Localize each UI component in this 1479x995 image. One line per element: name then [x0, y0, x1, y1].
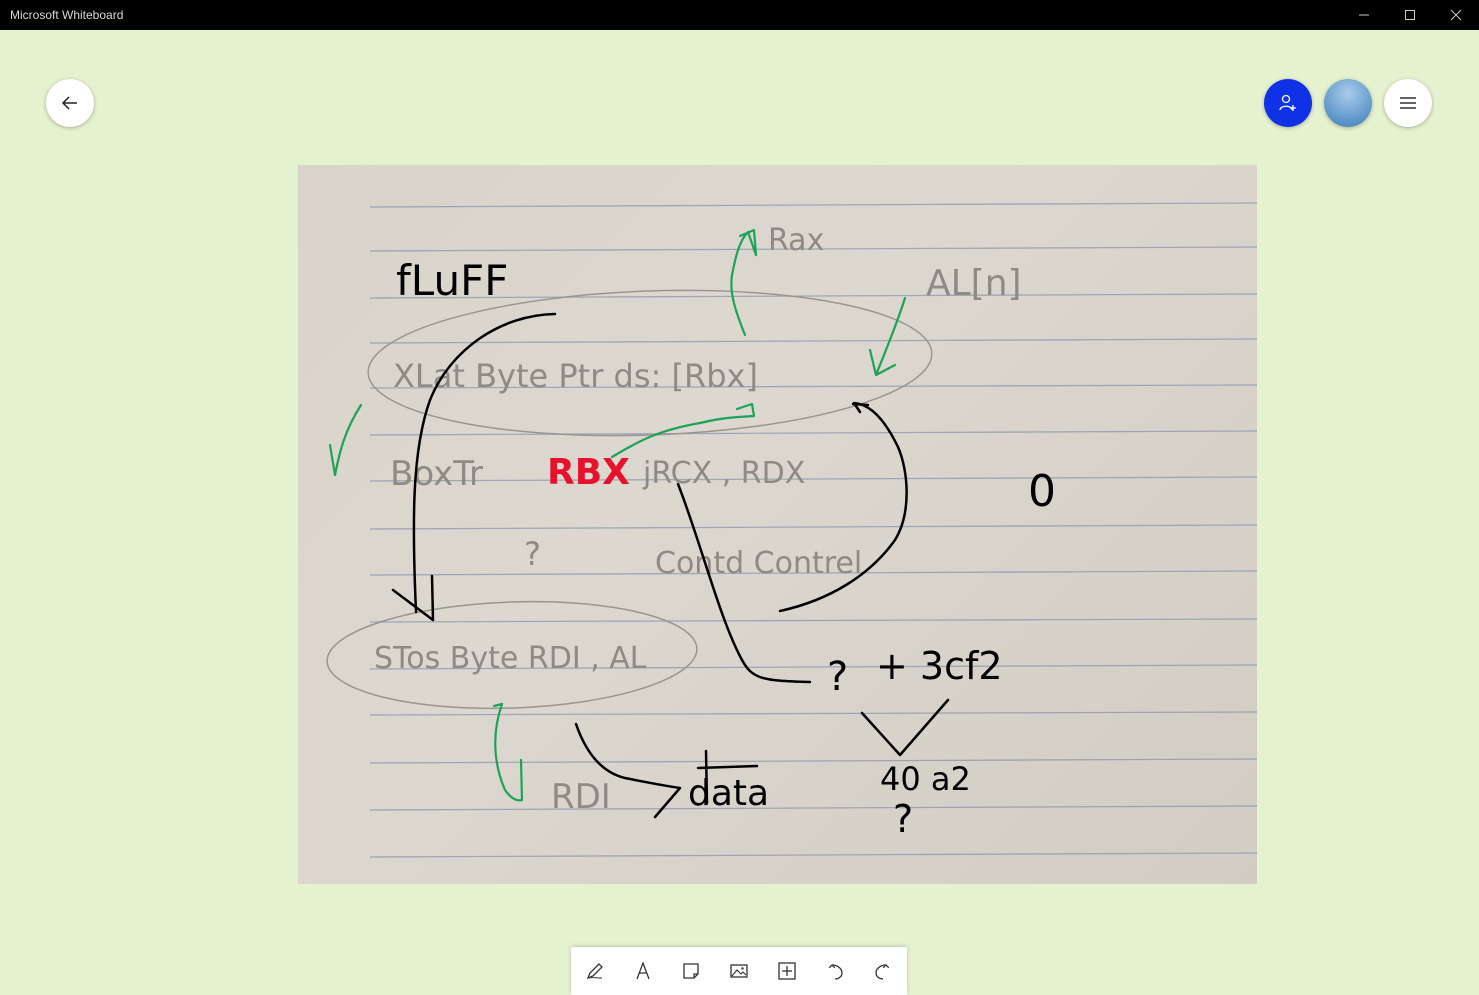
photo-text-line4: STos Byte RDI , AL — [374, 641, 647, 676]
add-box-icon — [778, 962, 796, 980]
photo-text-line3: ? — [524, 535, 541, 573]
image-tool-button[interactable]: Image — [723, 955, 755, 987]
photo-text-al-n: AL[n] — [926, 263, 1022, 304]
minimize-button[interactable] — [1341, 0, 1387, 30]
sticky-note-icon — [683, 963, 699, 979]
photo-text-line2: BoxTr — [390, 454, 483, 494]
menu-button[interactable]: Menu — [1384, 79, 1432, 127]
image-icon — [730, 964, 748, 978]
text-tool-button[interactable]: Text — [627, 955, 659, 987]
photo-text-rax: Rax — [768, 223, 824, 258]
bottom-toolbar: Pen Text Note Image Insert Undo Redo — [571, 947, 907, 995]
photo-text-line3b: Contd Contrel — [655, 546, 862, 581]
hamburger-icon — [1400, 97, 1416, 109]
close-icon — [1450, 9, 1462, 21]
notebook-lines: Rax AL[n] XLat Byte Ptr ds: [Rbx] BoxTr … — [326, 202, 1257, 858]
photo-text-line1: XLat Byte Ptr ds: [Rbx] — [393, 357, 758, 395]
account-avatar[interactable]: Account — [1324, 79, 1372, 127]
arrow-left-icon — [61, 96, 77, 110]
note-tool-button[interactable]: Note — [675, 955, 707, 987]
notebook-photo[interactable]: Rax AL[n] XLat Byte Ptr ds: [Rbx] BoxTr … — [298, 165, 1257, 884]
insert-tool-button[interactable]: Insert — [771, 955, 803, 987]
maximize-icon — [1405, 10, 1415, 20]
photo-text-line5: RDI — [551, 777, 611, 817]
text-icon — [636, 962, 650, 980]
add-person-icon — [1279, 94, 1296, 111]
window-title: Microsoft Whiteboard — [10, 8, 124, 22]
redo-button[interactable]: Redo — [867, 955, 899, 987]
title-bar: Microsoft Whiteboard — [0, 0, 1479, 30]
back-button[interactable]: Back — [46, 79, 94, 127]
close-button[interactable] — [1433, 0, 1479, 30]
photo-text-line2b: jRCX , RDX — [642, 456, 805, 491]
minimize-icon — [1359, 14, 1369, 16]
invite-button[interactable]: Invite — [1264, 79, 1312, 127]
pen-tool-button[interactable]: Pen — [579, 955, 611, 987]
undo-button[interactable]: Undo — [819, 955, 851, 987]
undo-icon — [828, 964, 843, 980]
maximize-button[interactable] — [1387, 0, 1433, 30]
pen-icon — [586, 963, 603, 980]
redo-icon — [875, 964, 890, 980]
